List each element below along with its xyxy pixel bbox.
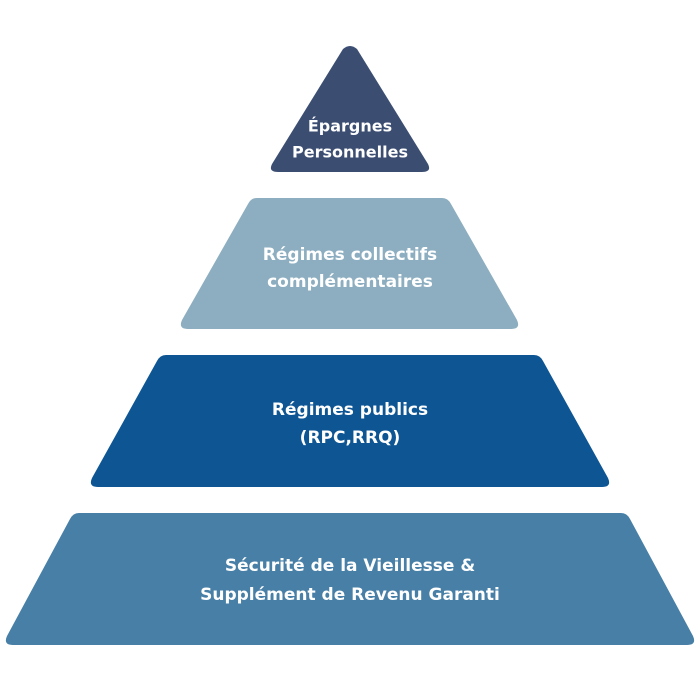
tier-supplementary-group-plans-label-line2: complémentaires — [267, 272, 433, 292]
tier-personal-savings: Épargnes Personnelles — [270, 46, 430, 172]
tier-public-plans-label-line1: Régimes publics — [272, 400, 428, 420]
tier-old-age-security: Sécurité de la Vieillesse & Supplément d… — [5, 513, 695, 645]
tier-supplementary-group-plans-label-line1: Régimes collectifs — [263, 245, 437, 265]
tier-old-age-security-shape — [5, 513, 695, 645]
tier-personal-savings-label-line2: Personnelles — [292, 143, 408, 162]
tier-personal-savings-shape — [270, 46, 430, 172]
tier-public-plans: Régimes publics (RPC,RRQ) — [90, 355, 610, 487]
tier-old-age-security-label-line2: Supplément de Revenu Garanti — [200, 585, 500, 605]
tier-personal-savings-label-line1: Épargnes — [308, 117, 392, 136]
tier-public-plans-shape — [90, 355, 610, 487]
tier-public-plans-label-line2: (RPC,RRQ) — [300, 428, 401, 448]
tier-supplementary-group-plans: Régimes collectifs complémentaires — [180, 198, 519, 329]
tier-supplementary-group-plans-shape — [180, 198, 519, 329]
tier-old-age-security-label-line1: Sécurité de la Vieillesse & — [225, 556, 475, 576]
